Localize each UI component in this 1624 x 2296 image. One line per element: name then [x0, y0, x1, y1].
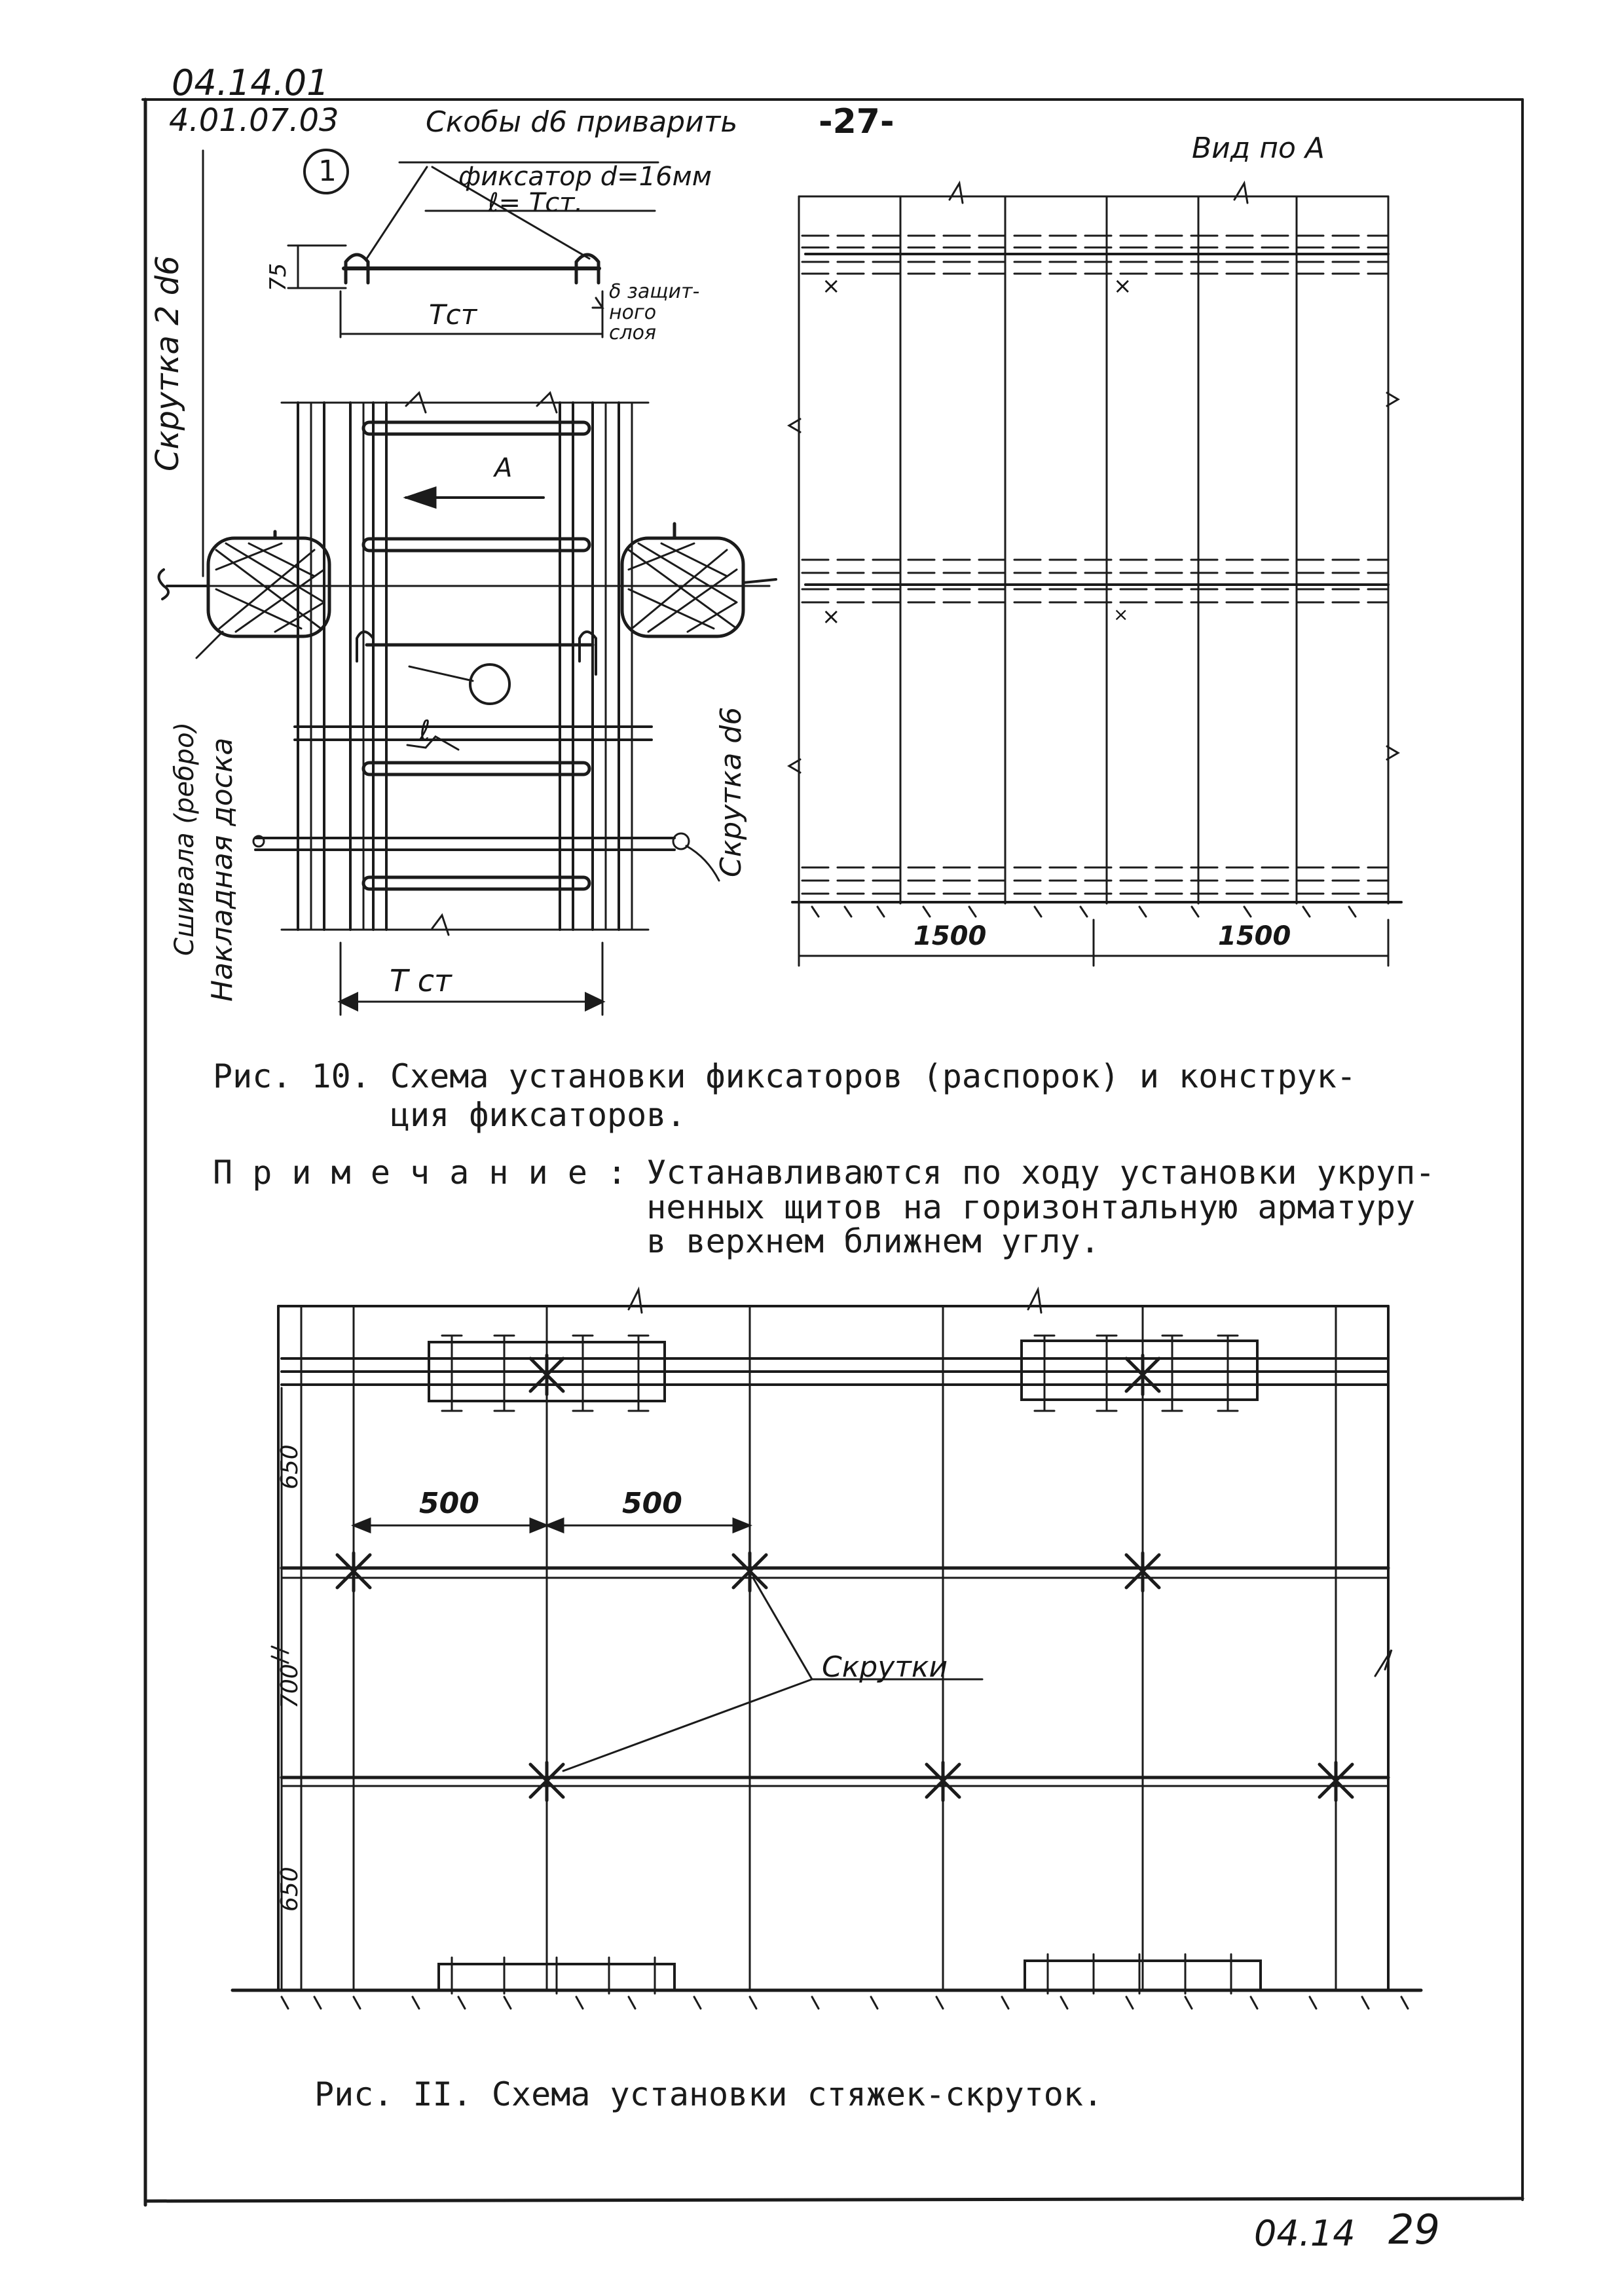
twist-d6-label: Скрутка d6 [714, 706, 748, 877]
dim-650-top: 650 [276, 1444, 303, 1489]
plan-view [157, 391, 777, 1016]
twist-2d6-label: Скрутка 2 d6 [149, 255, 186, 471]
figure-11-drawing [231, 1286, 1423, 2010]
twists-label: Скрутки [822, 1650, 948, 1684]
page-number: -27- [819, 102, 895, 141]
footer-sheet-number: 29 [1388, 2206, 1440, 2253]
dim-650-bottom: 650 [276, 1867, 303, 1912]
page-frame [141, 98, 1524, 2207]
dim-700: 700 [276, 1664, 303, 1709]
protective-layer-label: δ защит- ного слоя [609, 280, 700, 344]
staples-note: Скобы d6 приварить [426, 105, 738, 139]
mark-x: × [1113, 604, 1129, 625]
dim-tst: Тст [429, 299, 477, 331]
document-code: 4.01.07.03 [169, 102, 339, 139]
dim-500-right: 500 [622, 1487, 682, 1520]
dim-1500-right: 1500 [1218, 921, 1291, 951]
mark-x: × [822, 273, 841, 299]
dim-t-cm: Т ст [390, 963, 452, 998]
mark-x: × [1113, 273, 1132, 299]
footer-sheet-code: 04.14 [1254, 2213, 1356, 2254]
dim-500-left: 500 [419, 1487, 479, 1520]
detail-1-callout: 1 [318, 155, 337, 188]
batten-label: Накладная доска [206, 737, 239, 1002]
document-code-top: 04.14.01 [172, 62, 329, 103]
figure-11-caption: Рис. II. Схема установки стяжек-скруток. [314, 2075, 1103, 2113]
figure-10-note: П р и м е ч а н и е : Устанавливаются по… [213, 1154, 1435, 1260]
fixator-length: ℓ= Тст. [488, 188, 583, 218]
view-a [787, 180, 1403, 967]
figure-10-caption: Рис. 10. Схема установки фиксаторов (рас… [213, 1057, 1356, 1134]
rib-label: Сшивала (ребро) [170, 721, 200, 956]
dim-l: ℓ [419, 714, 431, 746]
dim-75: 75 [265, 263, 291, 291]
view-a-title: Вид по А [1192, 132, 1325, 165]
dim-1500-left: 1500 [913, 921, 987, 951]
arrow-a-label: A [494, 453, 513, 483]
mark-x: × [822, 604, 841, 630]
fixator-label: фиксатор d=16мм [458, 162, 712, 192]
fixator-detail [287, 149, 659, 338]
